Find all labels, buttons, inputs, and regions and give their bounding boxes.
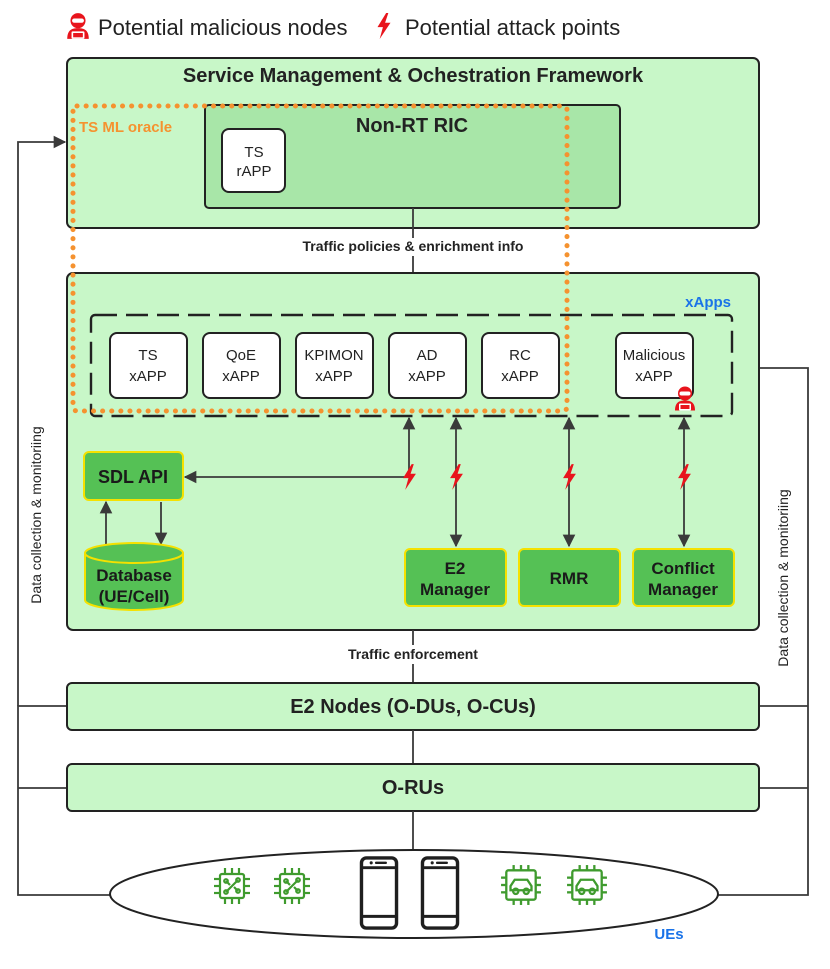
database-label-line2: (UE/Cell) xyxy=(99,587,170,606)
xapp-label: QoE xyxy=(226,347,256,364)
malicious-xapp[interactable]: Malicious xAPP xyxy=(615,332,694,399)
ts-rapp-line1: TS xyxy=(244,144,263,161)
xapp-label: xAPP xyxy=(408,368,446,385)
xapp-label: xAPP xyxy=(501,368,539,385)
e2-nodes-title: E2 Nodes (O-DUs, O-CUs) xyxy=(290,696,536,718)
right-monitoring-arrow xyxy=(718,361,809,896)
ad-xapp[interactable]: AD xAPP xyxy=(388,332,467,399)
kpimon-xapp[interactable]: KPIMON xAPP xyxy=(295,332,374,399)
xapp-label: xAPP xyxy=(315,368,353,385)
hacker-icon xyxy=(67,13,89,39)
rmr-label: RMR xyxy=(550,569,589,588)
database-cylinder: Database (UE/Cell) xyxy=(84,542,184,611)
conflict-manager-line2: Manager xyxy=(648,580,718,599)
legend-malicious-nodes: Potential malicious nodes xyxy=(98,15,347,40)
policies-label: Traffic policies & enrichment info xyxy=(303,238,524,254)
phone-icon xyxy=(359,856,399,930)
xapp-label: xAPP xyxy=(635,368,673,385)
ues-label: UEs xyxy=(654,926,683,943)
xapp-label: TS xyxy=(138,347,157,364)
xapp-label: xAPP xyxy=(222,368,260,385)
rc-xapp[interactable]: RC xAPP xyxy=(481,332,560,399)
ts-rapp-line2: rAPP xyxy=(236,163,271,180)
ts-ml-oracle-label: TS ML oracle xyxy=(79,119,172,136)
ts-rapp-box xyxy=(221,128,286,193)
sdl-api-label: SDL API xyxy=(98,467,168,487)
database-label-line1: Database xyxy=(96,566,172,585)
xapp-label: Malicious xyxy=(623,347,686,364)
smo-title: Service Management & Ochestration Framew… xyxy=(183,65,644,87)
phone-icon xyxy=(420,856,460,930)
xapp-label: AD xyxy=(417,347,438,364)
left-monitoring-arrow xyxy=(17,135,67,706)
left-monitoring-line xyxy=(17,705,110,896)
conflict-manager-box xyxy=(632,548,735,607)
o-rus-title: O-RUs xyxy=(382,777,444,799)
ts-xapp[interactable]: TS xAPP xyxy=(109,332,188,399)
right-monitoring-label: Data collection & monitoriing xyxy=(775,489,791,666)
e2-manager-box xyxy=(404,548,507,607)
e2-manager-line1: E2 xyxy=(445,559,466,578)
xapp-label: KPIMON xyxy=(304,347,363,364)
xapp-label: RC xyxy=(509,347,531,364)
xapps-label: xApps xyxy=(685,294,731,311)
qoe-xapp[interactable]: QoE xAPP xyxy=(202,332,281,399)
xapp-label: xAPP xyxy=(129,368,167,385)
e2-manager-line2: Manager xyxy=(420,580,490,599)
enforcement-label: Traffic enforcement xyxy=(348,646,478,662)
left-monitoring-label: Data collection & monitoriing xyxy=(28,426,44,603)
rmr-box xyxy=(518,548,621,607)
lightning-bolt-icon xyxy=(377,13,391,39)
ts-ml-oracle-boundary xyxy=(70,103,570,414)
non-rt-ric-title: Non-RT RIC xyxy=(356,115,468,137)
sdl-api-box xyxy=(83,451,184,501)
legend-attack-points: Potential attack points xyxy=(405,15,620,40)
conflict-manager-line1: Conflict xyxy=(651,559,715,578)
ues-ellipse xyxy=(109,849,719,939)
